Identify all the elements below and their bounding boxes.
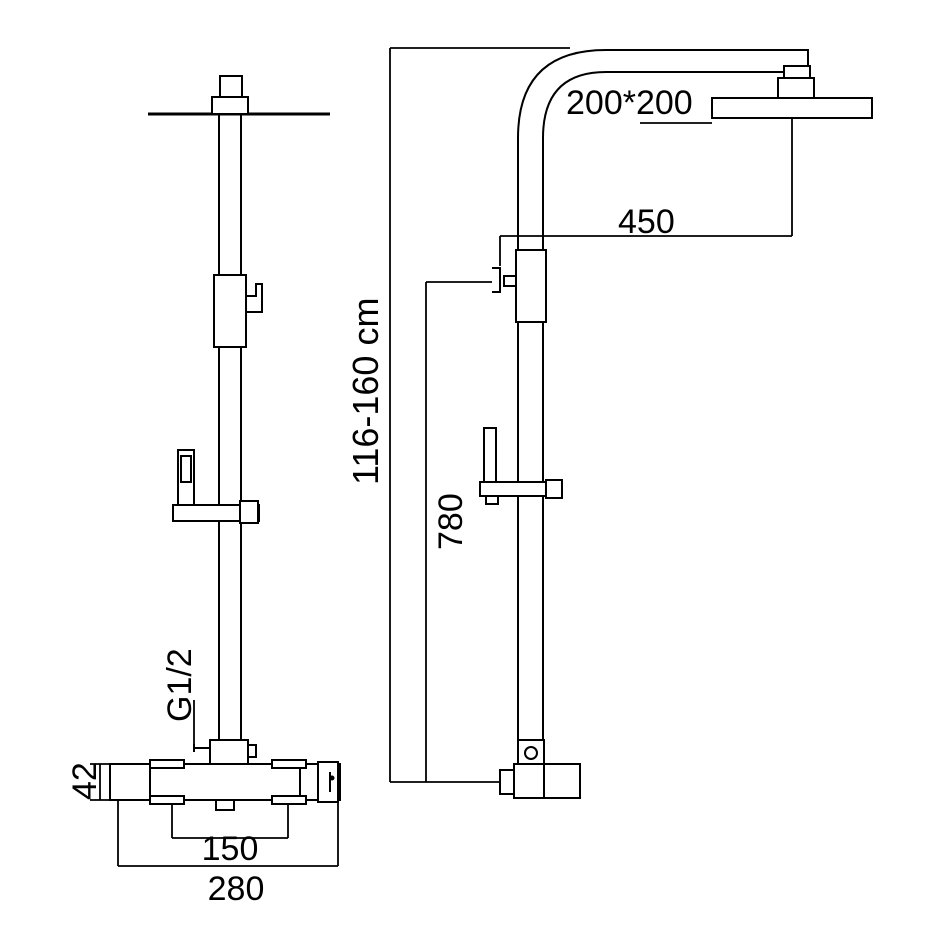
front-handle-dot [329,775,335,781]
front-connector-nut [247,744,257,758]
front-slide-holder-knob [239,500,259,524]
front-valve-outlet [215,799,235,811]
label-height-range: 116-160 cm [345,298,386,485]
side-head-swivel [783,65,811,79]
label-inlet-spacing: 150 [202,830,259,868]
side-diverter-stem [503,275,517,287]
side-rain-head [711,97,873,119]
side-swivel-circle [524,746,538,760]
front-valve-foot-left [149,795,185,805]
side-arm-outer [517,49,809,742]
front-view [109,75,341,811]
side-valve-coupling [513,763,545,799]
side-hand-shower [483,427,497,483]
front-valve-foot-right [271,795,307,805]
label-head-size: 200*200 [566,84,693,122]
side-valve-body [543,763,581,799]
front-valve-bar [109,763,341,801]
front-bottom-connector [209,739,249,765]
side-dimensions [389,47,793,783]
front-hand-shower-face [180,455,192,483]
label-valve-width: 280 [208,870,265,908]
side-bottom-swivel [517,739,545,767]
side-slide-holder-knob [545,479,563,499]
front-valve-cap-right [271,759,307,769]
label-arm-length: 450 [618,203,675,241]
front-temperature-handle [317,761,339,803]
front-head-connector-base [211,96,249,115]
label-valve-depth: 42 [66,762,104,800]
label-inlet-thread: G1/2 [161,648,199,722]
side-arm-inner [542,71,784,742]
side-slide-holder-clip [485,495,499,505]
side-diverter-body [515,249,547,323]
front-diverter-body [213,274,247,348]
side-valve-inlet [499,769,515,795]
side-head-connector [777,77,815,99]
front-diverter-lever [246,283,263,313]
label-diverter-height: 780 [432,493,470,550]
side-view [479,49,873,799]
front-dimensions [90,700,339,867]
front-head-connector-top [219,75,243,99]
side-diverter-lever [492,267,501,293]
front-valve-cap-left [149,759,185,769]
